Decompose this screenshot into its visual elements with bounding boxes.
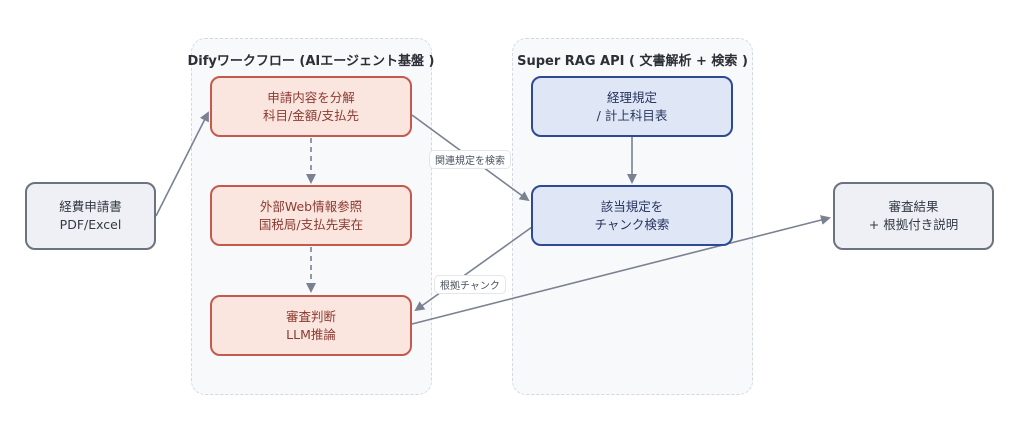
node-external-web-reference-line1: 外部Web情報参照 — [259, 198, 363, 214]
node-chunk-search-line2: チャンク検索 — [594, 216, 670, 232]
node-expense-application-line1: 経費申請書 — [59, 199, 122, 214]
node-chunk-search-line1: 該当規定を — [600, 198, 664, 214]
node-analyze-application-line1: 申請内容を分解 — [267, 89, 355, 105]
group-title-dify: Difyワークフロー (AIエージェント基盤 ) — [187, 54, 435, 69]
node-review-judgment-line1: 審査判断 — [285, 308, 336, 324]
edge-search-to-judge — [414, 226, 533, 312]
node-chunk-search[interactable]: 該当規定を チャンク検索 — [531, 185, 733, 246]
edge-judge-to-result — [411, 215, 831, 325]
edge-label-evidence-chunks: 根拠チャンク — [434, 275, 506, 294]
node-accounting-rules-line2: / 計上科目表 — [596, 107, 668, 123]
node-accounting-rules-line1: 経理規定 — [606, 89, 657, 105]
node-external-web-reference-line2: 国税局/支払先実在 — [258, 216, 364, 232]
node-review-result-line2: + 根拠付き説明 — [868, 217, 959, 232]
group-title-rag: Super RAG API ( 文書解析 + 検索 ) — [517, 54, 748, 69]
node-review-judgment[interactable]: 審査判断 LLM推論 — [210, 295, 412, 356]
node-review-result-line1: 審査結果 — [888, 199, 939, 214]
node-review-judgment-line2: LLM推論 — [286, 326, 336, 342]
node-analyze-application-line2: 科目/金額/支払先 — [263, 107, 359, 123]
node-external-web-reference[interactable]: 外部Web情報参照 国税局/支払先実在 — [210, 185, 412, 246]
edge-label-search-related-rules: 関連規定を検索 — [429, 150, 511, 169]
node-analyze-application[interactable]: 申請内容を分解 科目/金額/支払先 — [210, 76, 412, 137]
node-expense-application-line2: PDF/Excel — [59, 217, 122, 232]
edge-input-to-analyze — [155, 111, 209, 217]
node-review-result[interactable]: 審査結果 + 根拠付き説明 — [833, 182, 994, 250]
node-accounting-rules[interactable]: 経理規定 / 計上科目表 — [531, 76, 733, 137]
node-expense-application[interactable]: 経費申請書 PDF/Excel — [25, 182, 156, 250]
